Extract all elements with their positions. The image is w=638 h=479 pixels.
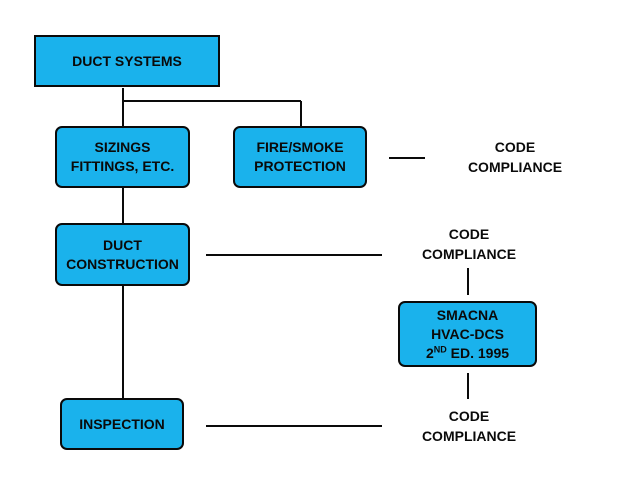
node-sizings: SIZINGS FITTINGS, ETC. [55,126,190,188]
label-code-compliance-1-line1: CODE [494,139,536,155]
node-duct-construction: DUCT CONSTRUCTION [55,223,190,286]
label-code-compliance-3-line2: COMPLIANCE [421,428,517,444]
label-code-compliance-3: CODE COMPLIANCE [394,404,544,448]
node-sizings-line2: FITTINGS, ETC. [70,158,175,174]
node-duct-systems-label: DUCT SYSTEMS [72,52,182,69]
node-smacna-line1: SMACNA [436,306,499,323]
node-smacna-line3-pre: 2 [425,344,434,361]
label-code-compliance-1: CODE COMPLIANCE [440,135,590,179]
label-code-compliance-3-line1: CODE [448,408,490,424]
label-code-compliance-1-line2: COMPLIANCE [467,159,563,175]
node-fire-smoke-line2: PROTECTION [254,158,346,174]
label-code-compliance-2-line1: CODE [448,226,490,242]
node-smacna-line3: 2ND ED. 1995 [426,344,509,363]
node-fire-smoke: FIRE/SMOKE PROTECTION [233,126,367,188]
node-duct-construction-line1: DUCT [103,236,142,253]
node-smacna-line3-post: ED. 1995 [446,344,510,361]
node-inspection: INSPECTION [60,398,184,450]
node-sizings-line1: SIZINGS [94,139,151,155]
node-smacna-line2: HVAC-DCS [431,325,504,342]
node-smacna-line3-sup: ND [433,343,447,354]
node-duct-systems: DUCT SYSTEMS [34,35,220,87]
label-code-compliance-2: CODE COMPLIANCE [394,222,544,266]
node-inspection-label: INSPECTION [79,415,165,432]
node-duct-construction-line2: CONSTRUCTION [66,255,179,272]
node-fire-smoke-line1: FIRE/SMOKE [256,139,344,155]
label-code-compliance-2-line2: COMPLIANCE [421,246,517,262]
node-smacna: SMACNA HVAC-DCS 2ND ED. 1995 [398,301,537,367]
